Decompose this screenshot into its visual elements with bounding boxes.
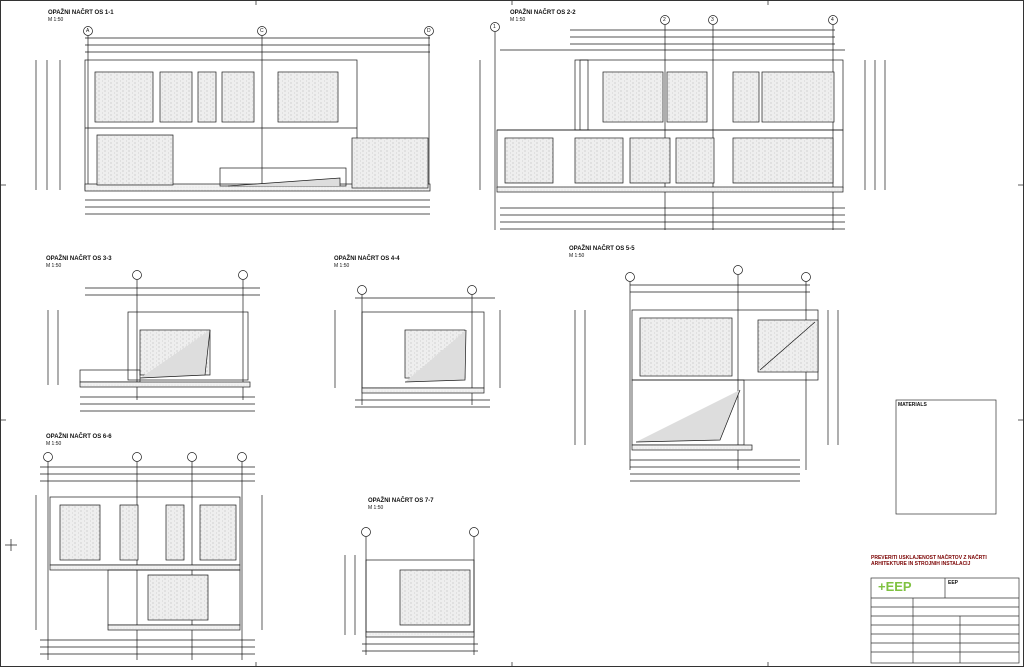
axis-marker: A <box>86 28 90 34</box>
title-block <box>870 577 1020 664</box>
section-4-4 <box>334 285 501 408</box>
section-5-5 <box>574 265 839 482</box>
axis-marker: D <box>427 28 431 34</box>
axis-marker: 2 <box>663 17 666 23</box>
section-7-7 <box>344 527 479 655</box>
axis-marker: 3 <box>711 17 714 23</box>
coordination-note: PREVERITI USKLAJENOST NAČRTOV Z NAČRTI A… <box>871 555 987 567</box>
materials-heading: MATERIALS <box>898 402 927 408</box>
section-scale: M 1:50 <box>569 253 585 259</box>
section-scale: M 1:50 <box>46 441 62 447</box>
section-3-3 <box>47 270 260 412</box>
section-title: OPAŽNI NAČRT OS 5-5 <box>569 246 635 252</box>
section-scale: M 1:50 <box>510 17 526 23</box>
section-scale: M 1:50 <box>368 505 384 511</box>
section-title: OPAŽNI NAČRT OS 2-2 <box>510 10 576 16</box>
section-1-1 <box>35 26 434 215</box>
axis-marker: C <box>260 28 264 34</box>
section-title: OPAŽNI NAČRT OS 6-6 <box>46 434 112 440</box>
company-logo: +EEP <box>878 579 912 594</box>
section-title: OPAŽNI NAČRT OS 7-7 <box>368 498 434 504</box>
section-scale: M 1:50 <box>334 263 350 269</box>
section-6-6 <box>35 452 263 660</box>
materials-box <box>895 399 997 515</box>
axis-marker: 1 <box>493 24 496 30</box>
section-title: OPAŽNI NAČRT OS 4-4 <box>334 256 400 262</box>
company-name: EEP <box>948 580 959 586</box>
section-title: OPAŽNI NAČRT OS 3-3 <box>46 256 112 262</box>
section-2-2 <box>479 15 886 230</box>
section-scale: M 1:50 <box>48 17 64 23</box>
axis-marker: 4 <box>831 17 834 23</box>
section-title: OPAŽNI NAČRT OS 1-1 <box>48 10 114 16</box>
section-scale: M 1:50 <box>46 263 62 269</box>
